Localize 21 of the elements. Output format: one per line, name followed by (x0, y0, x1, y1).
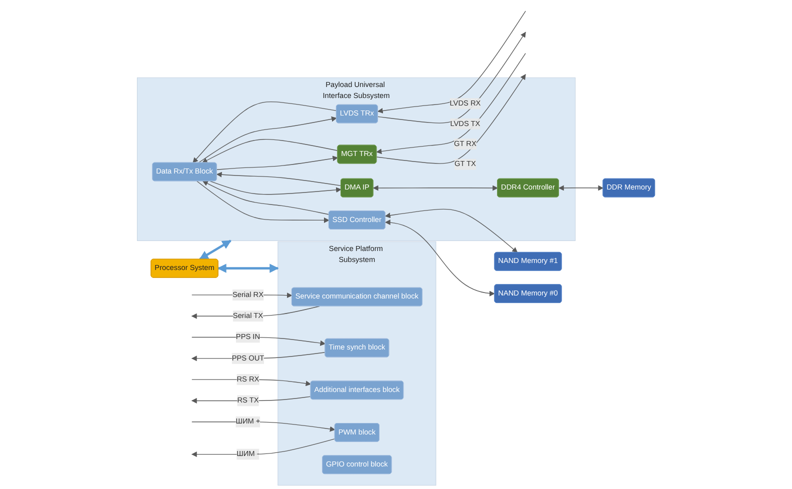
arrow (376, 74, 526, 164)
arrow (210, 180, 342, 195)
arrow (198, 116, 337, 164)
arrow (199, 240, 232, 260)
arrow (192, 379, 312, 386)
arrow (202, 180, 330, 215)
arrow (384, 220, 496, 296)
arrow (192, 101, 337, 164)
arrow (558, 185, 604, 191)
arrow (202, 138, 338, 164)
arrow (191, 438, 336, 458)
arrow (216, 172, 342, 186)
arrow (377, 10, 526, 114)
arrow (378, 32, 526, 124)
arrow (384, 208, 518, 253)
arrow (372, 185, 498, 191)
arrow (196, 180, 330, 223)
arrow (376, 53, 526, 154)
arrow (191, 396, 312, 404)
arrow (217, 264, 279, 273)
arrow (216, 156, 338, 170)
